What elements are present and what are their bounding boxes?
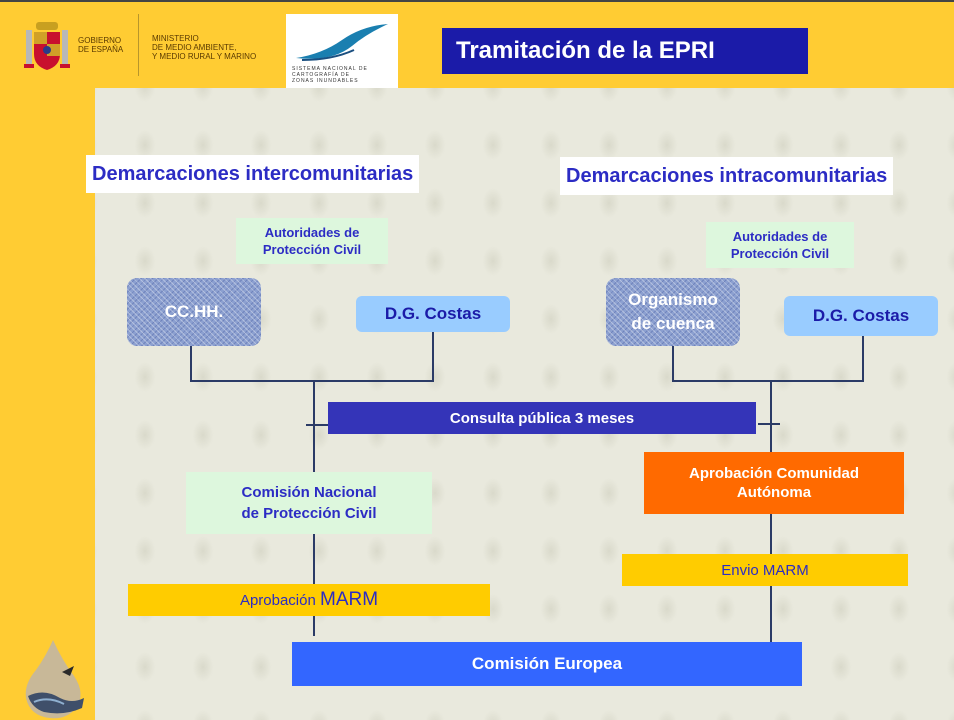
connector-right-v xyxy=(770,380,772,652)
ministerio-line-1: MINISTERIO xyxy=(152,34,199,43)
water-drop-logo xyxy=(25,640,84,719)
connector-left-2 xyxy=(432,332,434,382)
comision-nacional-line-1: Comisión Nacional xyxy=(241,484,377,501)
gobierno-text: GOBIERNO DE ESPAÑA xyxy=(78,36,123,54)
dg-costas-right-box: D.G. Costas xyxy=(784,296,938,336)
header-separator xyxy=(138,14,139,76)
aprobacion-marm-bar: Aprobación MARM xyxy=(128,584,490,616)
gobierno-line-1: GOBIERNO xyxy=(78,36,122,45)
top-border xyxy=(0,0,954,2)
autoridades-right-line-1: Autoridades de xyxy=(732,229,828,244)
envio-marm-bar: Envio MARM xyxy=(622,554,908,586)
cartografia-logo: SISTEMA NACIONAL DE CARTOGRAFÍA DE ZONAS… xyxy=(286,14,398,88)
organismo-de-cuenca-box: Organismo de cuenca xyxy=(606,278,740,346)
left-yellow-band xyxy=(0,0,95,720)
cchh-box: CC.HH. xyxy=(127,278,261,346)
wave-icon xyxy=(296,24,388,61)
autoridades-right-line-2: Protección Civil xyxy=(730,246,830,261)
ministerio-line-2: DE MEDIO AMBIENTE, xyxy=(152,43,237,52)
connector-left-1 xyxy=(190,346,192,382)
connector-left-h xyxy=(190,380,434,382)
ministerio-line-3: Y MEDIO RURAL Y MARINO xyxy=(152,52,257,61)
connector-right-1 xyxy=(672,346,674,382)
gobierno-line-2: DE ESPAÑA xyxy=(78,45,124,54)
autoridades-proteccion-civil-left: Autoridades de Protección Civil xyxy=(236,218,388,264)
cartografia-line-2: CARTOGRAFÍA DE xyxy=(292,72,350,78)
cartografia-line-3: ZONAS INUNDABLES xyxy=(292,78,359,84)
organismo-line-2: de cuenca xyxy=(631,314,715,333)
connector-right-2 xyxy=(862,336,864,382)
comision-nacional-proteccion-civil: Comisión Nacional de Protección Civil xyxy=(186,472,432,534)
dg-costas-left-box: D.G. Costas xyxy=(356,296,510,332)
comision-nacional-line-2: de Protección Civil xyxy=(241,505,377,522)
heading-intracomunitarias: Demarcaciones intracomunitarias xyxy=(560,157,894,195)
aprobacion-comunidad-autonoma: Aprobación Comunidad Autónoma xyxy=(644,452,904,514)
autoridades-proteccion-civil-right: Autoridades de Protección Civil xyxy=(706,222,854,268)
autoridades-left-line-2: Protección Civil xyxy=(262,242,362,257)
connector-left-tick xyxy=(306,424,328,426)
cartografia-line-1: SISTEMA NACIONAL DE xyxy=(292,66,368,72)
aprobacion-prefix: Aprobación xyxy=(239,591,320,609)
aprobacion-ca-line-1: Aprobación Comunidad xyxy=(689,465,859,482)
comision-europea-bar: Comisión Europea xyxy=(292,642,802,686)
ministerio-text: MINISTERIO DE MEDIO AMBIENTE, Y MEDIO RU… xyxy=(152,34,256,61)
connector-right-h xyxy=(672,380,864,382)
consulta-publica-bar: Consulta pública 3 meses xyxy=(328,402,756,434)
autoridades-left-line-1: Autoridades de xyxy=(264,225,360,240)
connector-right-tick xyxy=(758,423,780,425)
organismo-line-1: Organismo xyxy=(628,290,718,309)
coat-of-arms-logo xyxy=(24,22,70,70)
slide-title: Tramitación de la EPRI xyxy=(442,28,808,74)
heading-intercomunitarias: Demarcaciones intercomunitarias xyxy=(86,155,420,193)
aprobacion-marm-word: MARM xyxy=(320,589,379,610)
aprobacion-ca-line-2: Autónoma xyxy=(736,484,812,501)
